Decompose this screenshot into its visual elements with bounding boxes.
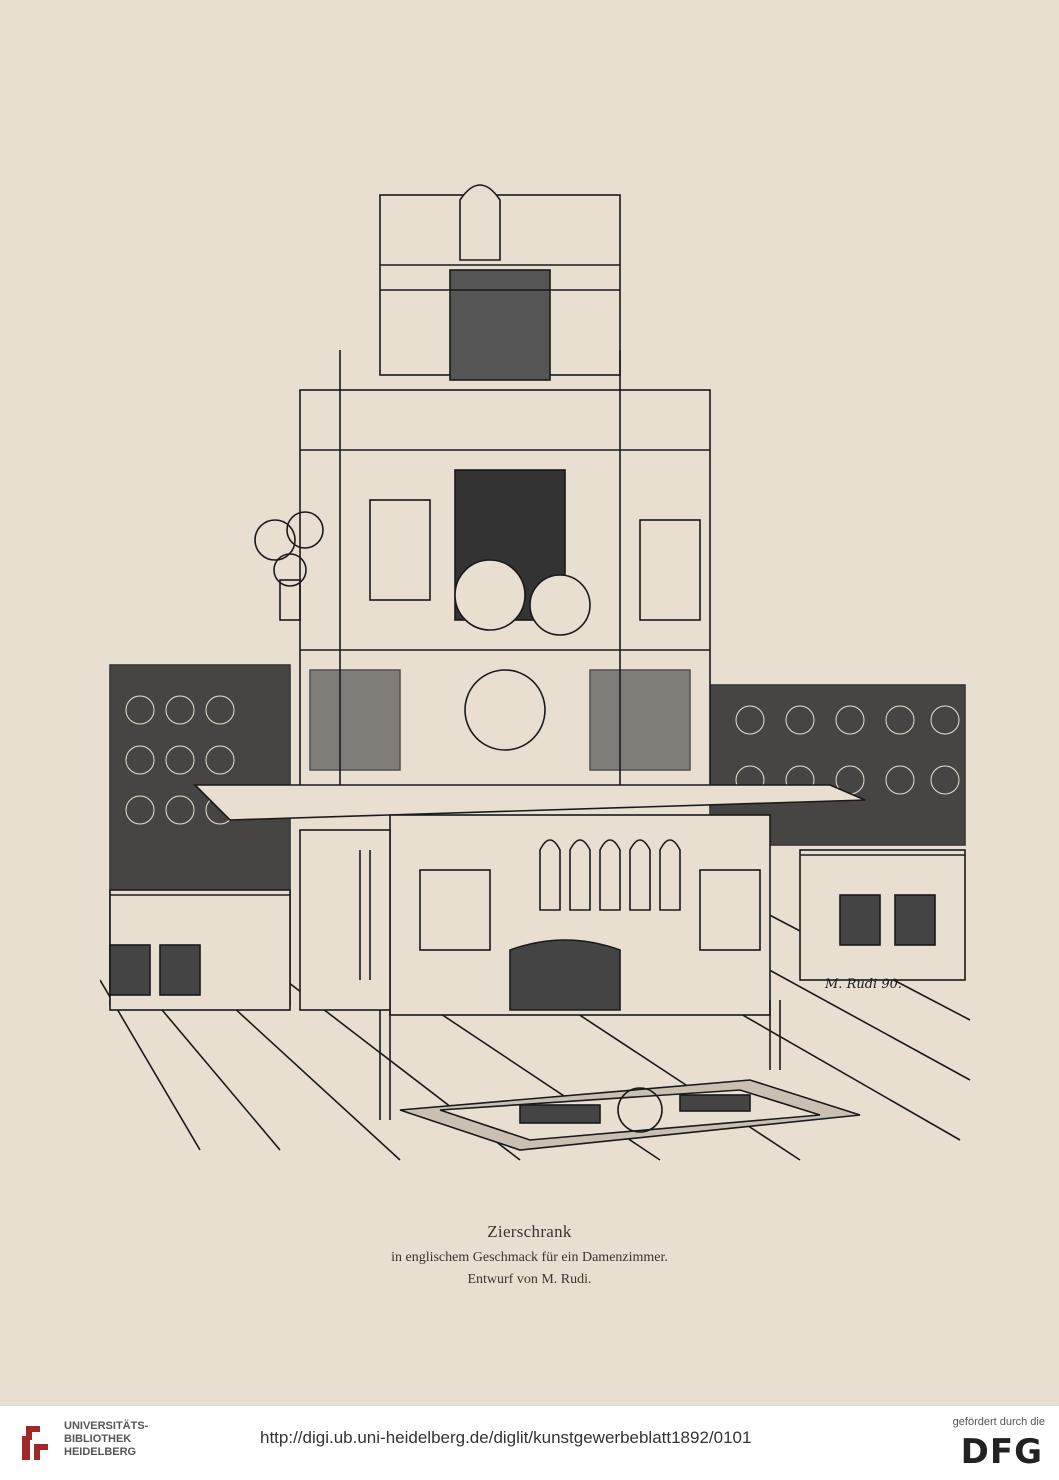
cabinet-upper [299, 350, 711, 791]
library-name-line-2: BIBLIOTHEK [64, 1433, 132, 1445]
funding-label: gefördert durch die [952, 1416, 1045, 1428]
caption-subtitle: in englischem Geschmack für ein Damenzim… [391, 1250, 668, 1265]
book-page: M. Rudi 90. Zierschrank in englischem Ge… [0, 184, 1059, 1288]
university-library-name: UNIVERSITÄTS- BIBLIOTHEK HEIDELBERG [64, 1420, 148, 1459]
library-name-line-3: HEIDELBERG [64, 1446, 137, 1458]
rug [399, 1079, 861, 1151]
cabinet-crown [379, 184, 621, 381]
flower-vase [254, 511, 324, 621]
dfg-logo: DFG [960, 1432, 1043, 1472]
cabinet-illustration: M. Rudi 90. [100, 184, 971, 1161]
wall-panels [109, 664, 966, 1011]
artist-signature: M. Rudi 90. [824, 977, 902, 992]
footer-bar: UNIVERSITÄTS- BIBLIOTHEK HEIDELBERG http… [0, 1405, 1059, 1480]
permalink-url[interactable]: http://digi.ub.uni-heidelberg.de/diglit/… [260, 1428, 752, 1447]
cabinet-base [193, 784, 866, 1016]
caption-title: Zierschrank [487, 1222, 572, 1241]
caption: Zierschrank in englischem Geschmack für … [0, 1222, 1059, 1288]
caption-credit: Entwurf von M. Rudi. [467, 1272, 592, 1287]
library-name-line-1: UNIVERSITÄTS- [64, 1420, 149, 1432]
university-library-logo-icon [22, 1426, 48, 1460]
cabinet-legs [359, 850, 781, 1120]
